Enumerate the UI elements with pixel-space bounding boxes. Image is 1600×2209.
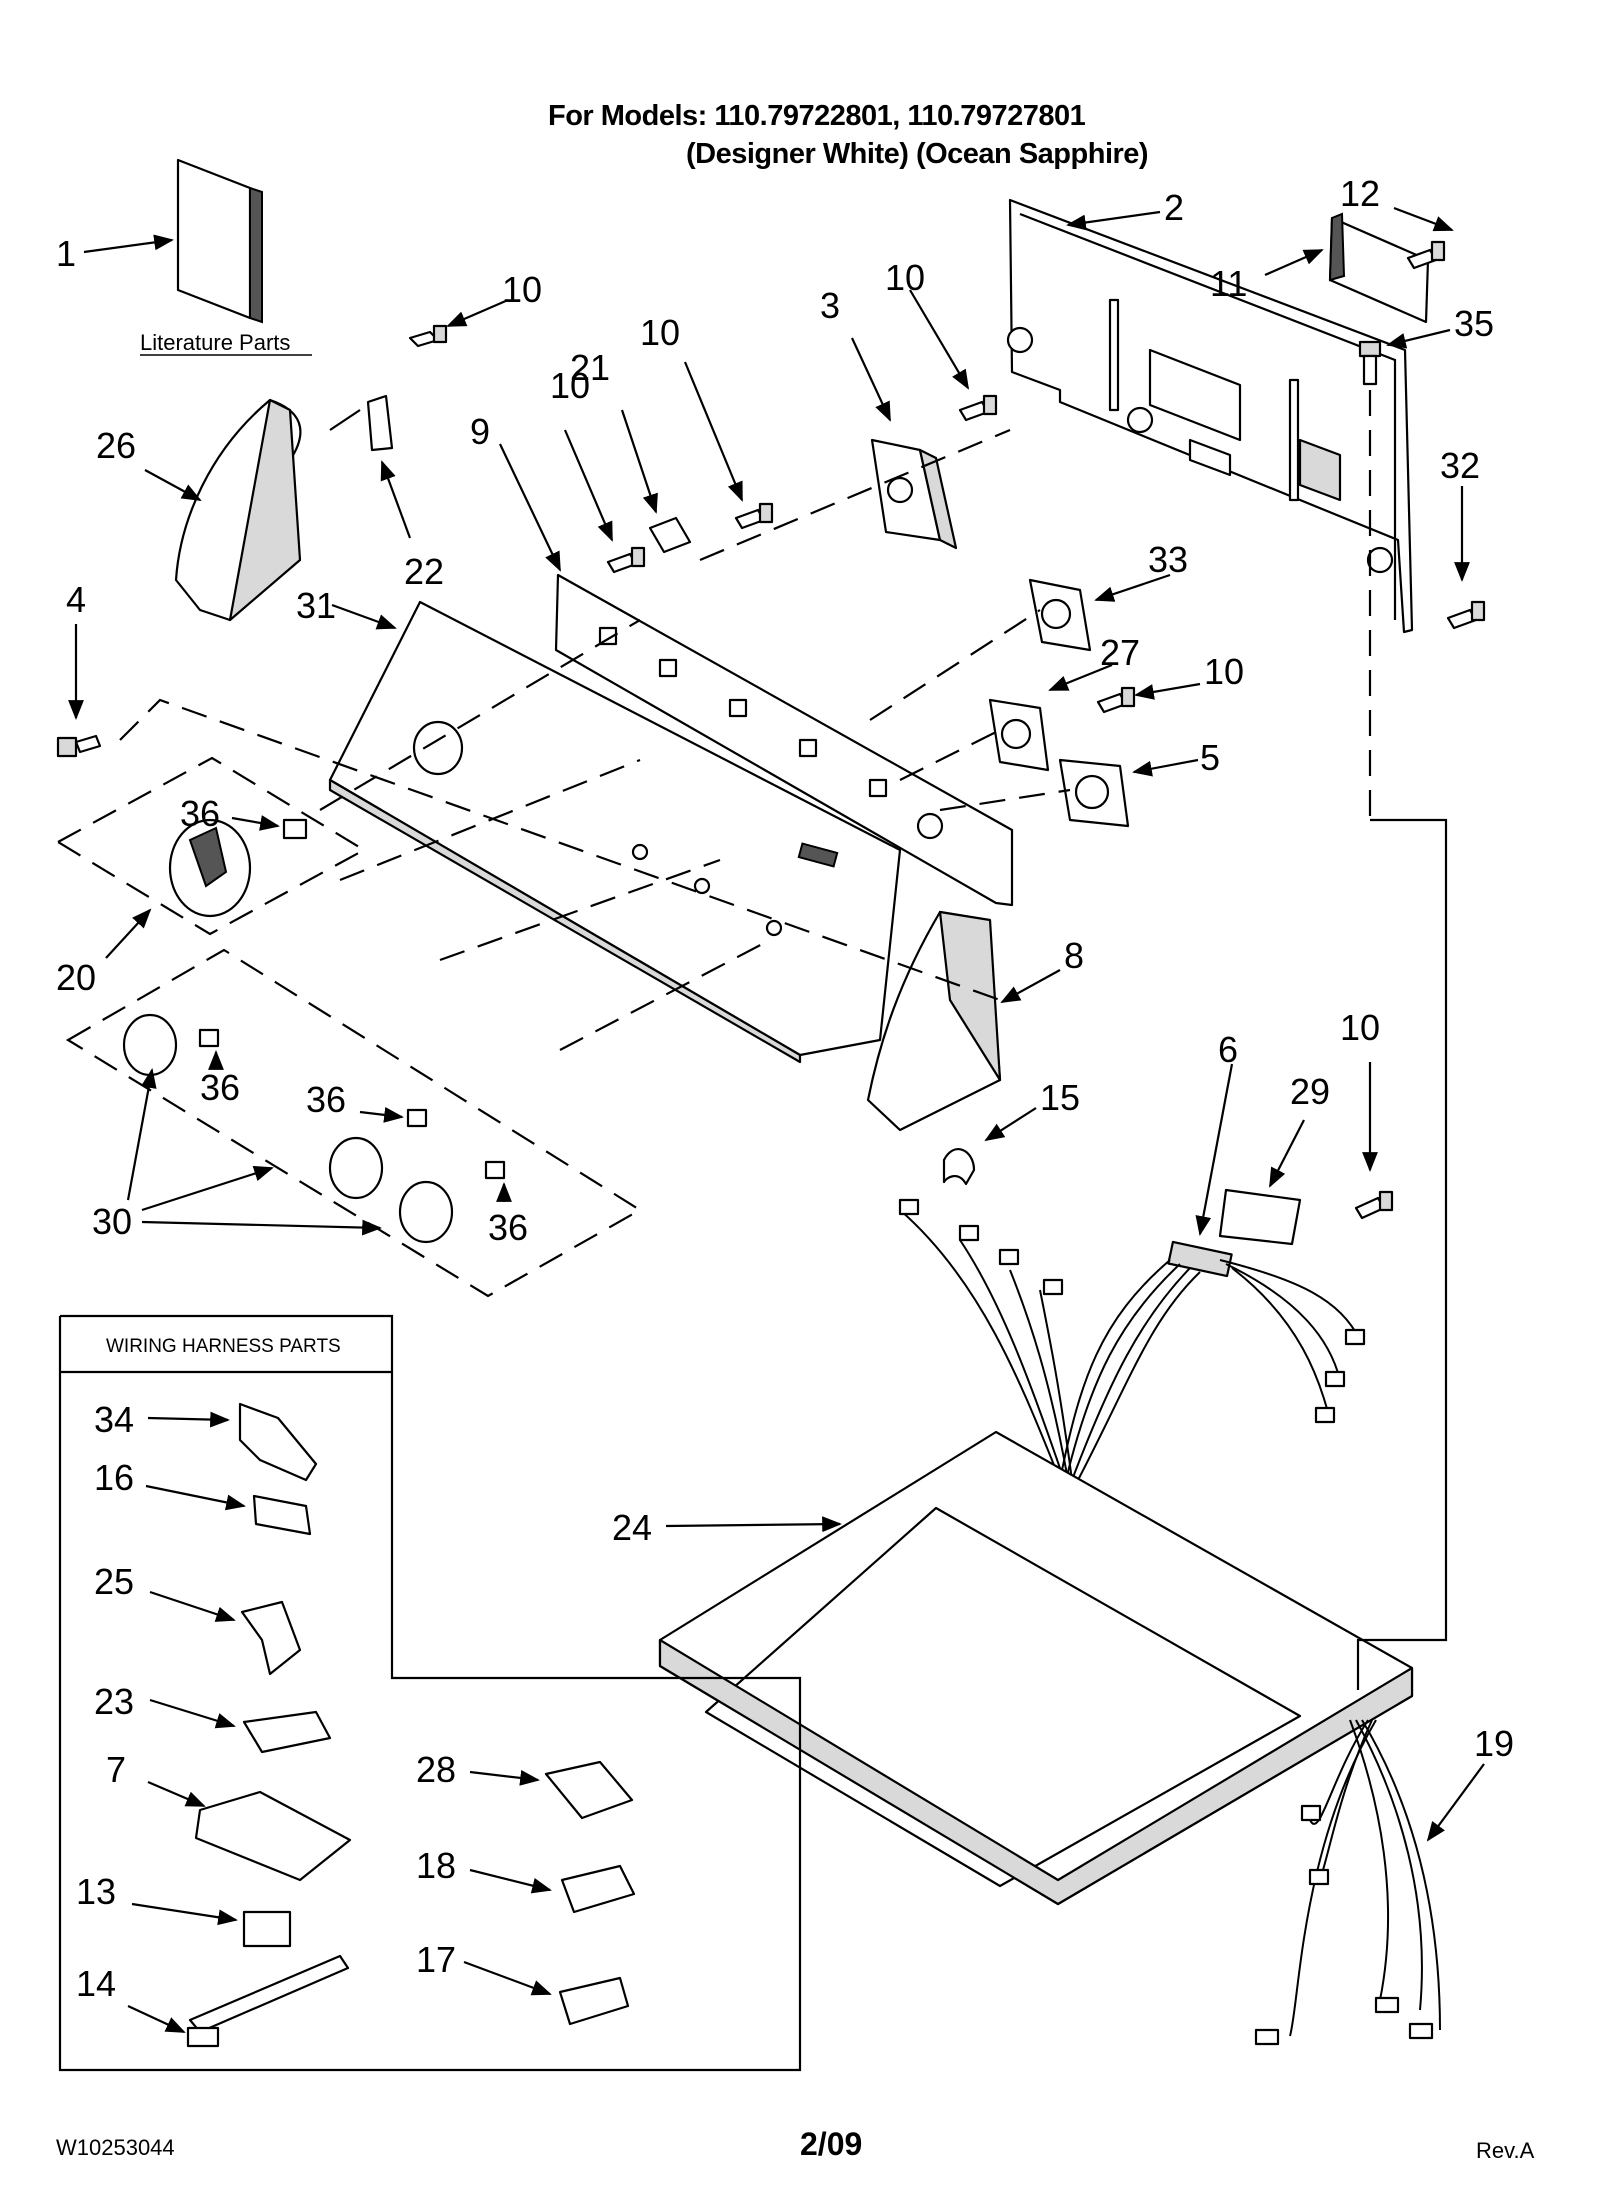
- part-connector-7: [194, 1790, 352, 1882]
- callout-26: 26: [96, 425, 136, 466]
- callout-36-c: 36: [306, 1079, 346, 1120]
- part-terminal-34: [238, 1402, 318, 1482]
- callout-19: 19: [1474, 1723, 1514, 1764]
- part-connector-23: [242, 1710, 332, 1754]
- screw-32: [1446, 600, 1486, 630]
- callout-11: 11: [1210, 263, 1247, 304]
- screw-10e: [1096, 686, 1136, 714]
- callout-4: 4: [66, 579, 86, 620]
- part-switch-5: [1058, 758, 1130, 828]
- document-number: W10253044: [56, 2135, 175, 2160]
- insert-36b: [198, 1028, 220, 1048]
- screw-10c: [734, 502, 774, 530]
- part-timer: [870, 438, 958, 550]
- part-connector-18: [560, 1864, 636, 1914]
- callout-31: 31: [296, 585, 336, 626]
- screw-10a: [408, 324, 448, 348]
- callout-17: 17: [416, 1939, 456, 1980]
- callout-1: 1: [56, 233, 76, 274]
- callout-8: 8: [1064, 935, 1084, 976]
- part-top-24: [658, 1430, 1414, 1906]
- part-clip-22: [329, 394, 394, 452]
- part-bracket-11: [1328, 212, 1430, 324]
- callout-22: 22: [404, 551, 444, 592]
- part-knobs-30: [65, 948, 643, 1298]
- callout-12: 12: [1340, 173, 1380, 214]
- title-colors: (Designer White) (Ocean Sapphire): [686, 138, 1149, 170]
- screw-12: [1406, 240, 1446, 270]
- callout-6: 6: [1218, 1029, 1238, 1070]
- part-switch-27: [988, 698, 1050, 772]
- part-connector-13: [242, 1910, 292, 1948]
- part-clip-25: [240, 1600, 302, 1676]
- part-console-back: [1006, 198, 1414, 634]
- callout-13: 13: [76, 1871, 116, 1912]
- callout-29: 29: [1290, 1071, 1330, 1112]
- callout-25: 25: [94, 1561, 134, 1602]
- screw-4: [56, 734, 102, 758]
- callout-10-b: 10: [550, 365, 590, 406]
- part-endcap-8: [866, 910, 1002, 1132]
- part-bracket-9: [554, 573, 1014, 907]
- part-knob-20: [55, 756, 367, 936]
- screw-10b: [606, 546, 646, 574]
- callout-10-c: 10: [640, 312, 680, 353]
- callout-10-e: 10: [1204, 651, 1244, 692]
- callout-18: 18: [416, 1845, 456, 1886]
- part-tie-14: [186, 1954, 350, 2048]
- callout-2: 2: [1164, 187, 1184, 228]
- callout-35: 35: [1454, 303, 1494, 344]
- part-connector-17: [558, 1976, 630, 2026]
- insert-36a: [282, 818, 308, 840]
- callout-36-a: 36: [180, 793, 220, 834]
- callout-24: 24: [612, 1507, 652, 1548]
- callout-34: 34: [94, 1399, 134, 1440]
- callout-15: 15: [1040, 1077, 1080, 1118]
- callout-14: 14: [76, 1963, 116, 2004]
- wiring-box-title: WIRING HARNESS PARTS: [106, 1336, 341, 1357]
- insert-36d: [484, 1160, 506, 1180]
- title-models: For Models: 110.79722801, 110.79727801: [548, 100, 1086, 132]
- part-harness-19: [1254, 1719, 1441, 2046]
- screw-10d: [958, 394, 998, 422]
- part-console-31: [328, 600, 902, 1064]
- callout-21: 21: [570, 347, 610, 388]
- callout-10-a: 10: [502, 269, 542, 310]
- callout-36-d: 36: [488, 1207, 528, 1248]
- part-connector-16: [252, 1494, 312, 1536]
- part-harness-upper: [898, 1188, 1366, 1481]
- part-clip-21: [648, 516, 692, 554]
- callout-16: 16: [94, 1457, 134, 1498]
- callout-7: 7: [106, 1749, 126, 1790]
- revision-label: Rev.A: [1476, 2138, 1535, 2163]
- part-connector-28: [544, 1760, 634, 1820]
- callout-36-b: 36: [200, 1067, 240, 1108]
- part-switch-33: [1028, 578, 1092, 652]
- screw-10f: [1354, 1190, 1394, 1220]
- callout-33: 33: [1148, 539, 1188, 580]
- wiring-harness-box: WIRING HARNESS PARTS 34 16 25 23 7 13 14…: [58, 1314, 802, 2072]
- callout-10-f: 10: [1340, 1007, 1380, 1048]
- part-literature: Literature Parts: [83, 158, 312, 356]
- part-endcap-26: [174, 398, 302, 622]
- insert-36c: [406, 1108, 428, 1128]
- callout-32: 32: [1440, 445, 1480, 486]
- revision-date: 2/09: [800, 2126, 863, 2162]
- callout-28: 28: [416, 1749, 456, 1790]
- callout-3: 3: [820, 285, 840, 326]
- literature-label: Literature Parts: [140, 330, 290, 355]
- callout-10-d: 10: [885, 257, 925, 298]
- callout-23: 23: [94, 1681, 134, 1722]
- callout-9: 9: [470, 411, 490, 452]
- screw-35: [1358, 340, 1382, 386]
- callout-5: 5: [1200, 737, 1220, 778]
- callout-30: 30: [92, 1201, 132, 1242]
- callout-20: 20: [56, 957, 96, 998]
- callout-27: 27: [1100, 632, 1140, 673]
- part-clip-15: [942, 1148, 976, 1186]
